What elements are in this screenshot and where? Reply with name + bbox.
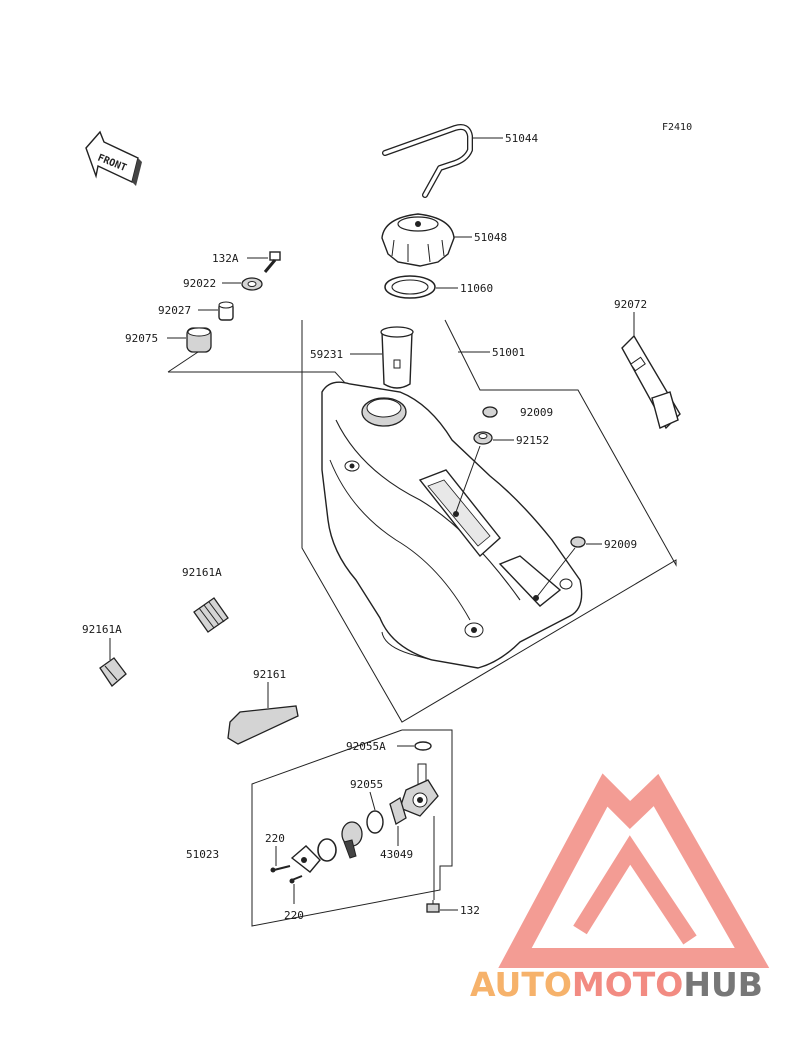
cock-plate xyxy=(290,845,321,873)
label-220-lower: 220 xyxy=(284,909,304,922)
damper-92152 xyxy=(473,431,493,445)
gasket-ring xyxy=(317,838,337,862)
breather-hose xyxy=(382,124,473,198)
watermark-auto: AUTO xyxy=(470,965,572,1004)
watermark-logo-icon xyxy=(498,773,770,968)
label-92161A-top: 92161A xyxy=(182,566,222,579)
watermark-hub: HUB xyxy=(683,965,763,1004)
label-92009-top: 92009 xyxy=(520,406,553,419)
screw-220-upper xyxy=(270,865,291,873)
cock-filter xyxy=(341,821,363,859)
label-92161: 92161 xyxy=(253,668,286,681)
front-arrow-icon: FRONT xyxy=(85,130,142,186)
label-92072: 92072 xyxy=(614,298,647,311)
plug-92009-top xyxy=(482,406,498,418)
label-51044: 51044 xyxy=(505,132,538,145)
label-92055A: 92055A xyxy=(346,740,386,753)
label-92152: 92152 xyxy=(516,434,549,447)
label-220-upper: 220 xyxy=(265,832,285,845)
cap-gasket xyxy=(384,275,436,299)
pad-92161A-top xyxy=(193,597,229,633)
label-92161A-left: 92161A xyxy=(82,623,122,636)
label-43049: 43049 xyxy=(380,848,413,861)
oring-92055A xyxy=(414,741,432,751)
oring-92055 xyxy=(366,810,384,834)
label-11060: 11060 xyxy=(460,282,493,295)
filler-neck xyxy=(380,326,414,389)
fuel-cap xyxy=(381,213,455,267)
watermark-moto: MOTO xyxy=(572,965,683,1004)
lever-43049 xyxy=(389,797,407,825)
label-92055: 92055 xyxy=(350,778,383,791)
label-51023: 51023 xyxy=(186,848,219,861)
label-92022: 92022 xyxy=(183,277,216,290)
fuel-tank xyxy=(321,381,583,669)
damper-92075 xyxy=(186,327,212,353)
pad-92161A-left xyxy=(99,657,127,687)
collar-92027 xyxy=(218,301,234,321)
washer-92022 xyxy=(241,277,263,291)
watermark-text: AUTOMOTOHUB xyxy=(470,965,763,1004)
figure-code: F2410 xyxy=(662,122,692,133)
label-132A: 132A xyxy=(212,252,239,265)
label-51001: 51001 xyxy=(492,346,525,359)
plug-92009-lower xyxy=(570,536,586,548)
screw-220-lower xyxy=(289,875,303,884)
bolt-132 xyxy=(426,900,440,913)
pad-92161 xyxy=(227,705,299,745)
bolt-132A xyxy=(263,251,281,273)
fuel-cock-frame xyxy=(251,729,453,927)
label-92075: 92075 xyxy=(125,332,158,345)
label-51048: 51048 xyxy=(474,231,507,244)
label-59231: 59231 xyxy=(310,348,343,361)
label-92009-lower: 92009 xyxy=(604,538,637,551)
label-132: 132 xyxy=(460,904,480,917)
tank-frame xyxy=(301,319,677,723)
fuel-cock xyxy=(399,763,439,817)
strap-92072 xyxy=(621,334,681,430)
label-92027: 92027 xyxy=(158,304,191,317)
